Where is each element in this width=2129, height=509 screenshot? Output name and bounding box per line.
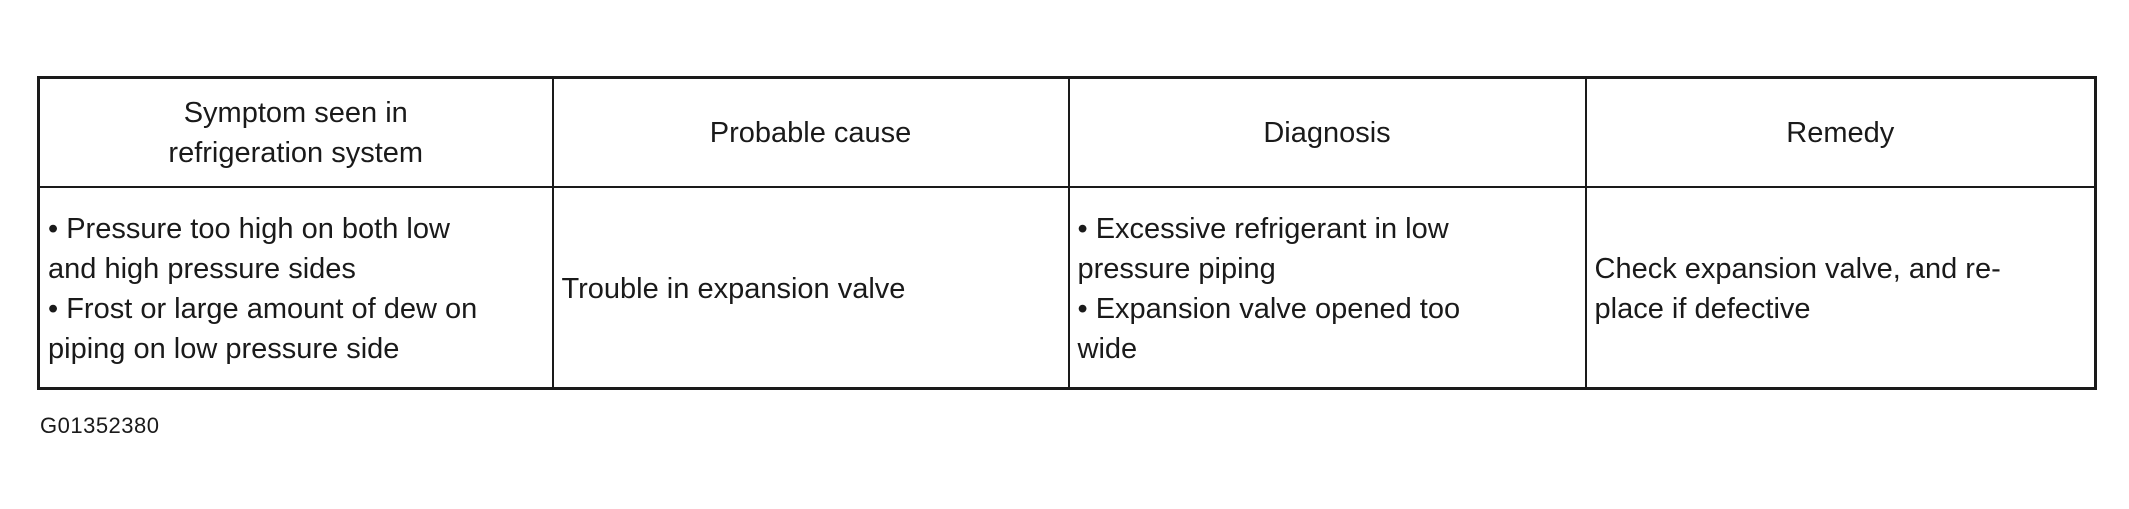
table-header-row: Symptom seen in refrigeration system Pro… [37, 76, 2097, 188]
figure-id: G01352380 [40, 413, 160, 438]
diagnosis-line-2: pressure piping [1077, 252, 1276, 285]
header-diagnosis: Diagnosis [1067, 76, 1587, 188]
header-symptom-line-1: Symptom seen in [183, 96, 408, 129]
header-probable-cause: Probable cause [551, 76, 1070, 188]
header-symptom: Symptom seen in refrigeration system [37, 76, 554, 188]
diagnosis-line-3: • Expansion valve opened too [1077, 292, 1461, 325]
symptom-line-4: piping on low pressure side [48, 332, 400, 365]
diagnosis-line-1: • Excessive refrigerant in low [1077, 212, 1449, 245]
symptom-line-1: • Pressure too high on both low [48, 212, 450, 245]
header-symptom-line-2: refrigeration system [168, 136, 424, 169]
cause-line-1: Trouble in expansion valve [561, 272, 906, 305]
remedy-line-2: place if defective [1594, 292, 1811, 325]
symptom-line-2: and high pressure sides [48, 252, 356, 285]
diagnosis-line-4: wide [1077, 332, 1138, 365]
table-row: • Pressure too high on both low and high… [37, 186, 2097, 390]
cell-diagnosis: • Excessive refrigerant in low pressure … [1067, 186, 1587, 390]
header-remedy: Remedy [1584, 76, 2097, 188]
header-probable-cause-label: Probable cause [709, 116, 912, 149]
header-diagnosis-label: Diagnosis [1263, 116, 1391, 149]
cell-probable-cause: Trouble in expansion valve [551, 186, 1070, 390]
symptom-line-3: • Frost or large amount of dew on [48, 292, 478, 325]
header-remedy-label: Remedy [1786, 116, 1895, 149]
cell-symptom: • Pressure too high on both low and high… [37, 186, 554, 390]
cell-remedy: Check expansion valve, and re- place if … [1584, 186, 2097, 390]
diagnosis-table: Symptom seen in refrigeration system Pro… [37, 76, 2097, 390]
remedy-line-1: Check expansion valve, and re- [1594, 252, 2001, 285]
